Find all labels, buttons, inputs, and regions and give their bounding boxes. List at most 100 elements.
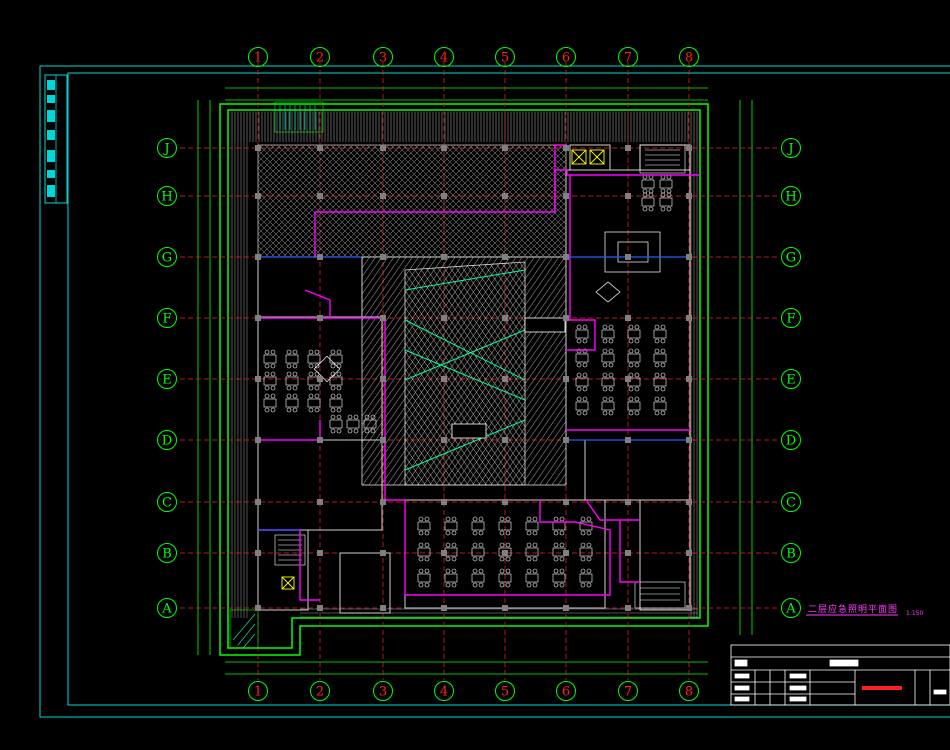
column xyxy=(686,376,692,382)
sheet-border-outer xyxy=(39,65,950,718)
grid-bubble-right-H: H xyxy=(781,186,801,206)
dining-table xyxy=(263,393,277,413)
grid-bubble-right-G-label: G xyxy=(786,251,796,266)
grid-bubble-left-J: J xyxy=(157,138,177,158)
grid-bubble-left-B: B xyxy=(157,543,177,563)
dining-table xyxy=(263,371,277,391)
column xyxy=(686,254,692,260)
dining-table xyxy=(627,324,641,344)
dining-table xyxy=(285,393,299,413)
column xyxy=(625,145,631,151)
grid-bubble-right-E: E xyxy=(781,369,801,389)
grid-bubble-top-6: 6 xyxy=(556,47,576,67)
grid-bubbles-left: J H G F E D C B A xyxy=(157,138,177,618)
dining-table xyxy=(601,324,615,344)
dining-table xyxy=(653,396,667,416)
column xyxy=(502,254,508,260)
grid-bubble-right-J: J xyxy=(781,138,801,158)
column xyxy=(563,193,569,199)
grid-bubble-top-1-label: 1 xyxy=(254,51,262,66)
grid-bubble-left-A: A xyxy=(157,598,177,618)
grid-bubble-left-H: H xyxy=(157,186,177,206)
grid-bubble-right-A: A xyxy=(781,598,801,618)
dining-table xyxy=(444,568,458,588)
furniture xyxy=(263,174,673,588)
column xyxy=(563,376,569,382)
grid-bubble-bottom-2-label: 2 xyxy=(316,685,324,700)
dining-table xyxy=(659,192,673,212)
column xyxy=(502,605,508,611)
dining-table xyxy=(471,516,485,536)
dining-table xyxy=(653,348,667,368)
drawing-scale: 1:150 xyxy=(906,610,924,617)
column xyxy=(441,437,447,443)
grid-bubble-bottom-8: 8 xyxy=(679,681,699,701)
column xyxy=(563,437,569,443)
column xyxy=(255,315,261,321)
column xyxy=(255,193,261,199)
column xyxy=(380,376,386,382)
grid-bubble-left-E: E xyxy=(157,369,177,389)
column xyxy=(380,145,386,151)
column xyxy=(255,145,261,151)
grid-bubble-left-F-label: F xyxy=(162,312,171,327)
column xyxy=(380,193,386,199)
grid-bubble-left-F: F xyxy=(157,308,177,328)
grid-bubble-top-5: 5 xyxy=(495,47,515,67)
dining-table xyxy=(444,516,458,536)
column xyxy=(441,605,447,611)
column xyxy=(380,315,386,321)
dining-table xyxy=(498,568,512,588)
column xyxy=(380,550,386,556)
column xyxy=(686,193,692,199)
column xyxy=(625,376,631,382)
column xyxy=(625,499,631,505)
column xyxy=(502,437,508,443)
column xyxy=(625,437,631,443)
grid-bubble-top-1: 1 xyxy=(248,47,268,67)
column xyxy=(502,315,508,321)
grid-bubble-left-C-label: C xyxy=(162,496,172,511)
stairs xyxy=(229,101,686,649)
column xyxy=(502,145,508,151)
roof-hatch-top xyxy=(230,112,698,142)
grid-bubble-bottom-5-label: 5 xyxy=(501,685,509,700)
dining-table xyxy=(525,516,539,536)
dining-table xyxy=(627,372,641,392)
dining-table xyxy=(498,516,512,536)
building-outline xyxy=(219,103,709,656)
grid-bubble-left-G: G xyxy=(157,247,177,267)
dining-table xyxy=(307,393,321,413)
column xyxy=(317,193,323,199)
sheet-border-inner xyxy=(67,72,950,706)
column xyxy=(441,550,447,556)
column xyxy=(625,605,631,611)
dining-table xyxy=(601,348,615,368)
dining-table xyxy=(417,516,431,536)
structural-columns xyxy=(255,145,692,611)
grid-bubble-top-8-label: 8 xyxy=(685,51,693,66)
column xyxy=(317,376,323,382)
grid-bubble-right-D: D xyxy=(781,430,801,450)
grid-bubble-bottom-6-label: 6 xyxy=(562,685,570,700)
grid-bubble-right-F: F xyxy=(781,308,801,328)
column xyxy=(686,315,692,321)
grid-bubble-bottom-3-label: 3 xyxy=(379,685,387,700)
roof-hatch-right xyxy=(690,142,698,618)
dining-table xyxy=(552,516,566,536)
dining-table xyxy=(346,414,360,434)
column xyxy=(317,605,323,611)
column xyxy=(563,315,569,321)
grid-bubble-top-6-label: 6 xyxy=(562,51,570,66)
column xyxy=(502,376,508,382)
grid-bubble-left-D-label: D xyxy=(162,434,172,449)
column xyxy=(380,499,386,505)
dining-table xyxy=(641,174,655,194)
grid-bubble-left-E-label: E xyxy=(162,373,172,388)
roof-hatch-bottom xyxy=(300,608,698,618)
grid-bubble-top-5-label: 5 xyxy=(501,51,509,66)
dining-table xyxy=(627,396,641,416)
